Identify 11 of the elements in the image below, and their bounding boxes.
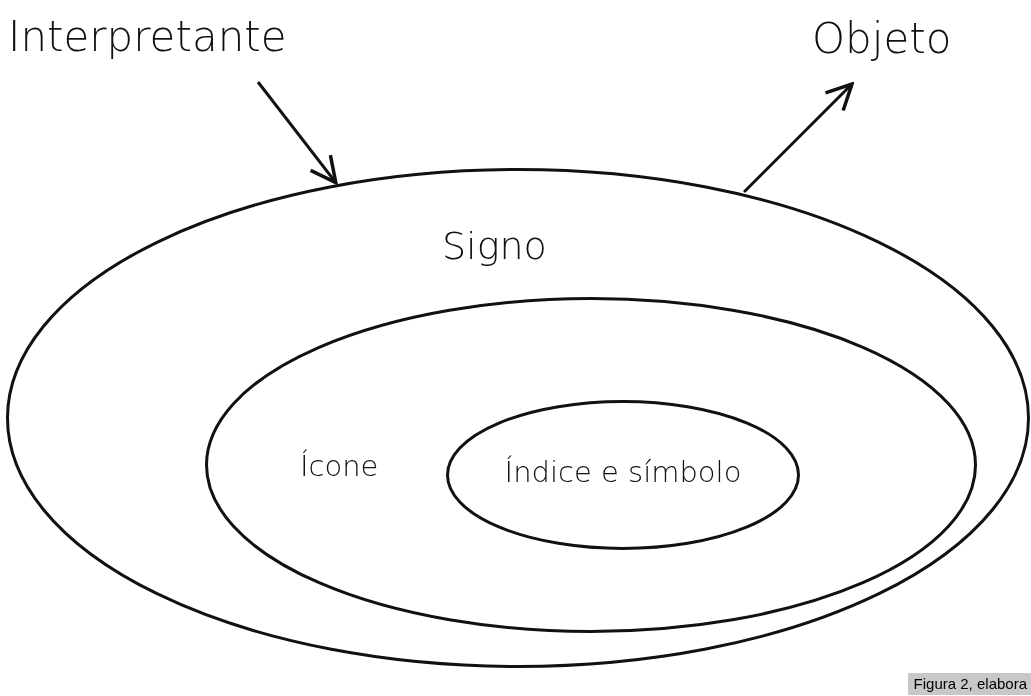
ellipse-region [205, 297, 977, 633]
arrow [256, 81, 338, 185]
figure-caption: Figura 2, elabora [907, 673, 1031, 695]
ellipse-region [6, 168, 1030, 668]
concept-label: Objeto [812, 14, 952, 63]
region-label: Índice e símbolo [504, 454, 742, 489]
region-label: Ícone [300, 449, 379, 483]
ellipse-region [446, 400, 800, 550]
region-label: Signo [442, 224, 547, 268]
concept-label: Interpretante [8, 12, 287, 61]
arrow [743, 82, 854, 193]
